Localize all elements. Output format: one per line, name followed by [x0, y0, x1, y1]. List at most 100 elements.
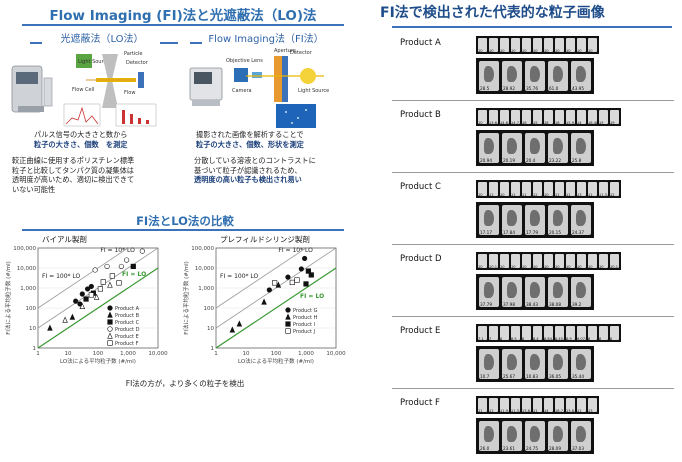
data-point [285, 274, 291, 280]
particle-size-label: 10 [544, 193, 549, 197]
particle-size-label: 11 [489, 409, 494, 413]
y-tick-label: 100,000 [191, 246, 214, 252]
particle-size-label: 14 [577, 121, 582, 125]
particle-thumbnail: 10 [533, 254, 542, 269]
data-point [285, 328, 291, 334]
particle-shape [553, 426, 563, 442]
particle-shape [553, 282, 563, 298]
particle-thumbnail: 12 [533, 182, 542, 197]
legend-entry: Product H [293, 315, 318, 321]
particle-image: 37.03 [571, 421, 591, 451]
particle-shape [553, 354, 563, 370]
product-label: Product E [400, 326, 441, 336]
particle-thumbnail: 19 [610, 110, 619, 125]
product-label: Product D [400, 254, 442, 264]
svg-text:Aperture: Aperture [274, 48, 296, 54]
particle-thumbnail: 10 [500, 254, 509, 269]
data-point [107, 319, 113, 325]
lo-heading-rule-left [30, 42, 42, 44]
particle-thumbnail: 8 [599, 326, 608, 341]
data-point [305, 268, 311, 274]
particle-size-label: 13.8 [566, 409, 575, 413]
particle-size-label: 37.03 [572, 446, 584, 451]
particle-shape [553, 138, 563, 154]
particle-size-label: 24.75 [526, 446, 538, 451]
particle-thumbnail: 8.9 [566, 326, 575, 341]
data-point [107, 332, 113, 339]
x-tick-label: 1,000 [120, 351, 136, 357]
particle-size-label: 10 [566, 265, 571, 269]
particle-size-label: 38.43 [526, 302, 538, 307]
data-point [79, 302, 86, 310]
svg-text:Camera: Camera [232, 88, 252, 94]
reference-line-label: FI = 100* LO [42, 273, 81, 280]
data-point [100, 279, 106, 285]
particle-image: 26.0 [479, 421, 499, 451]
y-axis-label: FI法による平均粒子数 (#/ml) [182, 261, 190, 335]
particle-size-label: 28.92 [503, 86, 515, 91]
particle-size-label: 11.3 [511, 409, 520, 413]
particle-shape [484, 138, 494, 154]
particle-size-label: 20.19 [503, 158, 515, 163]
legend-entry: Product C [115, 320, 140, 326]
particle-size-label: 35.76 [526, 86, 538, 91]
reference-line [216, 267, 336, 348]
product-separator [392, 100, 674, 101]
particle-size-label: 11 [511, 193, 516, 197]
particle-size-label: 10 [500, 193, 505, 197]
svg-text:Light Source: Light Source [78, 59, 109, 65]
svg-text:Flow: Flow [124, 90, 135, 96]
particle-thumbnail: 8.4 [533, 326, 542, 341]
lo-heading: 光遮蔽法（LO法） [60, 34, 144, 45]
svg-text:Detector: Detector [126, 60, 149, 66]
particle-image: 37.98 [502, 277, 522, 307]
particle-thumbnail: 8 [588, 326, 597, 341]
particle-thumbnail: 10 [478, 254, 487, 269]
data-point [79, 291, 85, 297]
data-point [92, 267, 98, 273]
reference-line-label: FI = LO [300, 293, 324, 300]
particle-image: 39.2 [571, 277, 591, 307]
particle-image: 24.75 [525, 421, 545, 451]
particle-size-label: 13.6 [489, 121, 498, 125]
x-axis-label: LO法による平均粒子数 (#/ml) [238, 357, 314, 365]
particle-thumbnail: 10 [555, 38, 564, 53]
particle-thumbnail: 11 [588, 182, 597, 197]
particle-size-label: 25.8 [572, 158, 582, 163]
particle-size-label: 8 [500, 337, 503, 341]
particle-thumbnail: 10 [478, 110, 487, 125]
particle-image: 28.5 [479, 61, 499, 91]
particle-size-label: 8.5 [511, 337, 517, 341]
particle-size-label: 14.7 [511, 121, 520, 125]
particle-thumbnail: 10 [478, 38, 487, 53]
particle-image: 10.7 [479, 349, 499, 379]
fi-light-source-icon [300, 68, 316, 84]
particle-size-label: 10 [500, 265, 505, 269]
product-separator [392, 172, 674, 173]
legend-entry: Product E [115, 334, 139, 340]
x-tick-label: 10 [243, 351, 250, 357]
fi-diagram: Aperture Objective Lens Detector Camera … [189, 48, 329, 128]
particle-image: 25.67 [502, 349, 522, 379]
y-tick-label: 1,000 [20, 286, 36, 292]
particle-image: 25.8 [571, 133, 591, 163]
particle-size-label: 61.0 [549, 86, 559, 91]
particle-size-label: 10 [478, 265, 483, 269]
particle-thumbnail: 11 [478, 398, 487, 413]
x-tick-label: 10,000 [148, 351, 168, 357]
particle-image: 38.08 [548, 277, 568, 307]
data-point [73, 298, 79, 304]
particle-size-label: 10 [544, 265, 549, 269]
compare-title: FI法とLO法の比較 [136, 214, 234, 228]
particle-thumbnail: 10 [588, 38, 597, 53]
particle-size-label: 11 [522, 193, 527, 197]
data-point [289, 279, 295, 286]
svg-text:Objective Lens: Objective Lens [226, 58, 263, 64]
data-point [84, 286, 91, 292]
particle-image: 61.0 [548, 61, 568, 91]
